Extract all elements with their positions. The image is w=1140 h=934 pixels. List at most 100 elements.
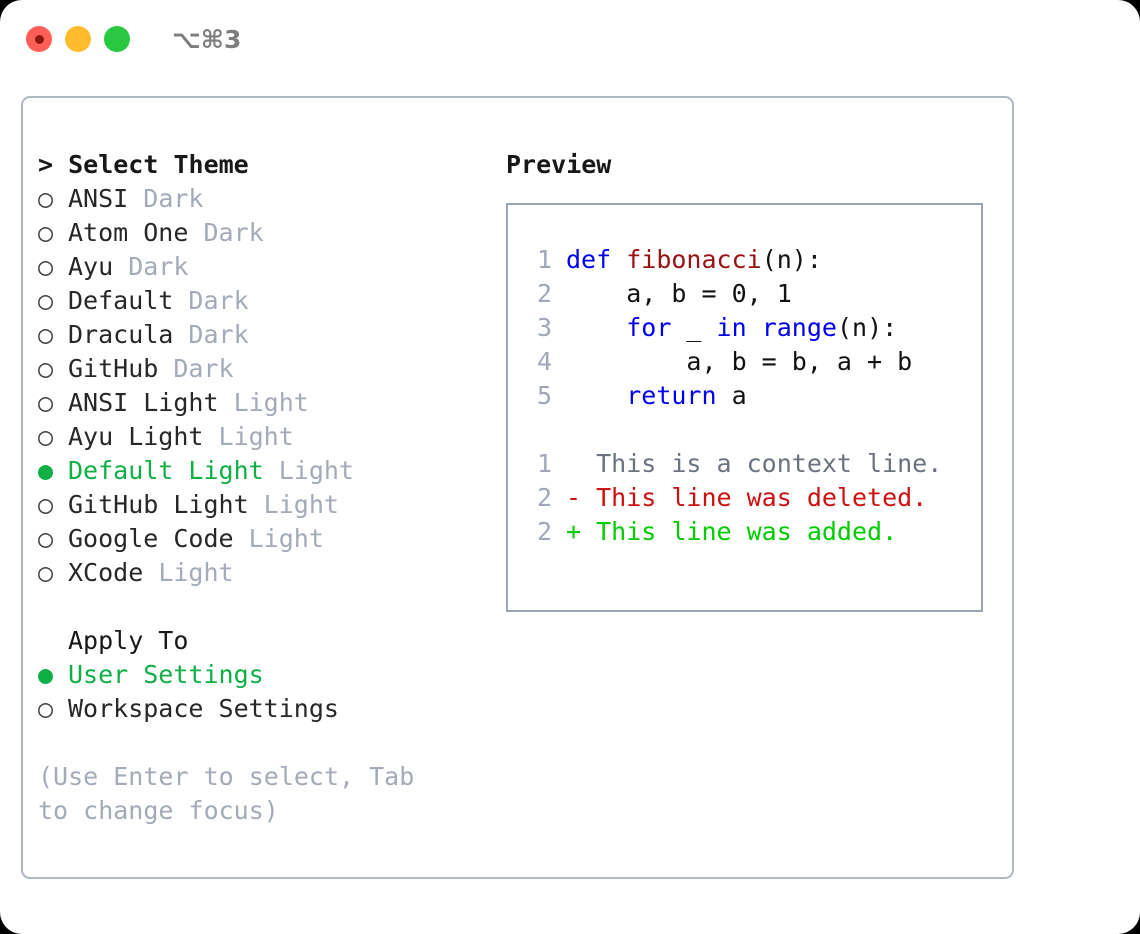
theme-list[interactable]: ○ ANSI Dark ○ Atom One Dark ○ Ayu Dark ○ Defaul…: [38, 182, 493, 590]
theme-list-item[interactable]: ○ ANSI Dark: [38, 182, 493, 216]
theme-name: Google Code: [68, 524, 234, 553]
theme-name: Atom One: [68, 218, 189, 247]
radio-unselected-icon[interactable]: ○: [38, 218, 54, 247]
line-number: 2: [536, 279, 552, 308]
code-line: 4 a, b = b, a + b: [508, 345, 981, 379]
code-token: [566, 381, 626, 410]
code-token: (n):: [761, 245, 822, 274]
radio-unselected-icon[interactable]: ○: [38, 524, 54, 553]
theme-kind-label: Light: [248, 490, 339, 519]
line-number: 4: [536, 347, 552, 376]
maximize-button[interactable]: [104, 26, 130, 52]
theme-list-item[interactable]: ●Default Light Light: [38, 454, 493, 488]
theme-kind-label: Dark: [188, 218, 264, 247]
code-text: a, b = b, a + b: [552, 345, 912, 379]
theme-name: ANSI: [68, 184, 129, 213]
theme-kind-label: Dark: [113, 252, 189, 281]
traffic-lights: [26, 26, 130, 52]
theme-name: Ayu Light: [68, 422, 204, 451]
diff-text: This is a context line.: [566, 449, 943, 478]
code-line: 5 return a: [508, 379, 981, 413]
line-number: 5: [536, 381, 552, 410]
radio-unselected-icon[interactable]: ○: [38, 286, 54, 315]
code-text: for _ in range(n):: [552, 311, 897, 345]
theme-list-item[interactable]: ○ Google Code Light: [38, 522, 493, 556]
line-number: 1: [536, 245, 552, 274]
diff-text: + This line was added.: [566, 517, 898, 546]
radio-selected-icon[interactable]: ●: [38, 456, 54, 485]
theme-name: Dracula: [68, 320, 174, 349]
radio-unselected-icon[interactable]: ○: [38, 252, 54, 281]
theme-name: GitHub Light: [68, 490, 249, 519]
code-token: fibonacci: [626, 245, 762, 274]
minimize-button[interactable]: [65, 26, 91, 52]
code-token: for: [626, 313, 672, 342]
radio-unselected-icon[interactable]: ○: [38, 558, 54, 587]
theme-kind-label: Dark: [173, 320, 249, 349]
apply-to-item[interactable]: ○ Workspace Settings: [38, 692, 493, 726]
line-number: 2: [536, 483, 552, 512]
diff-sample: 1 This is a context line.2- This line wa…: [508, 447, 981, 549]
theme-name: Ayu: [68, 252, 114, 281]
code-token: return: [626, 381, 717, 410]
diff-line: 2+ This line was added.: [508, 515, 981, 549]
radio-unselected-icon[interactable]: ○: [38, 184, 54, 213]
theme-name: ANSI Light: [68, 388, 219, 417]
code-token: [566, 313, 626, 342]
theme-list-item[interactable]: ○ Default Dark: [38, 284, 493, 318]
radio-unselected-icon[interactable]: ○: [38, 694, 54, 723]
theme-name: XCode: [68, 558, 144, 587]
theme-list-item[interactable]: ○ Dracula Dark: [38, 318, 493, 352]
apply-to-item[interactable]: ●User Settings: [38, 658, 493, 692]
theme-kind-label: Light: [143, 558, 234, 587]
theme-name: Default Light: [68, 456, 264, 485]
theme-name: GitHub: [68, 354, 159, 383]
theme-kind-label: Light: [203, 422, 294, 451]
theme-kind-label: Dark: [128, 184, 204, 213]
theme-list-item[interactable]: ○ Ayu Light Light: [38, 420, 493, 454]
theme-list-item[interactable]: ○ANSI Light Light: [38, 386, 493, 420]
keyboard-shortcut-label: ⌥⌘3: [172, 24, 242, 54]
radio-unselected-icon[interactable]: ○: [38, 320, 54, 349]
theme-kind-label: Dark: [173, 286, 249, 315]
theme-list-item[interactable]: ○ Atom One Dark: [38, 216, 493, 250]
apply-to-list[interactable]: ●User Settings○ Workspace Settings: [38, 658, 493, 726]
code-token: range: [761, 313, 837, 342]
theme-list-item[interactable]: ○ GitHub Light Light: [38, 488, 493, 522]
title-bar: ⌥⌘3: [0, 0, 1140, 78]
code-text: return a: [552, 379, 747, 413]
diff-line: 1 This is a context line.: [508, 447, 981, 481]
radio-unselected-icon[interactable]: ○: [38, 354, 54, 383]
code-text: a, b = 0, 1: [552, 277, 792, 311]
theme-list-item[interactable]: ○ GitHub Dark: [38, 352, 493, 386]
main-panel: > Select Theme ○ANSI Dark○Atom One Dark○…: [21, 96, 1014, 879]
code-token: a: [716, 381, 747, 410]
theme-kind-label: Dark: [158, 354, 234, 383]
diff-text: - This line was deleted.: [566, 483, 928, 512]
code-token: [747, 313, 762, 342]
radio-unselected-icon[interactable]: ○: [38, 388, 54, 417]
theme-name: Default: [68, 286, 174, 315]
code-token: def: [566, 245, 612, 274]
close-button[interactable]: [26, 26, 52, 52]
code-token: in: [716, 313, 747, 342]
code-line: 2 a, b = 0, 1: [508, 277, 981, 311]
apply-to-label: Workspace Settings: [68, 694, 339, 723]
theme-list-item[interactable]: ○ Ayu Dark: [38, 250, 493, 284]
code-token: (n):: [836, 313, 898, 342]
keyboard-hint-text: (Use Enter to select, Tab to change focu…: [38, 762, 415, 825]
theme-picker-pane: > Select Theme ○ANSI Dark○Atom One Dark○…: [23, 98, 493, 877]
apply-to-heading: Apply To: [68, 626, 189, 655]
line-number: 1: [536, 449, 552, 478]
preview-heading: Preview: [506, 150, 612, 179]
theme-kind-label: Light: [233, 524, 324, 553]
radio-unselected-icon[interactable]: ○: [38, 490, 54, 519]
line-number: 3: [536, 313, 552, 342]
radio-unselected-icon[interactable]: ○: [38, 422, 54, 451]
radio-selected-icon[interactable]: ●: [38, 660, 54, 689]
theme-list-item[interactable]: ○ XCode Light: [38, 556, 493, 590]
code-token: [611, 245, 626, 274]
